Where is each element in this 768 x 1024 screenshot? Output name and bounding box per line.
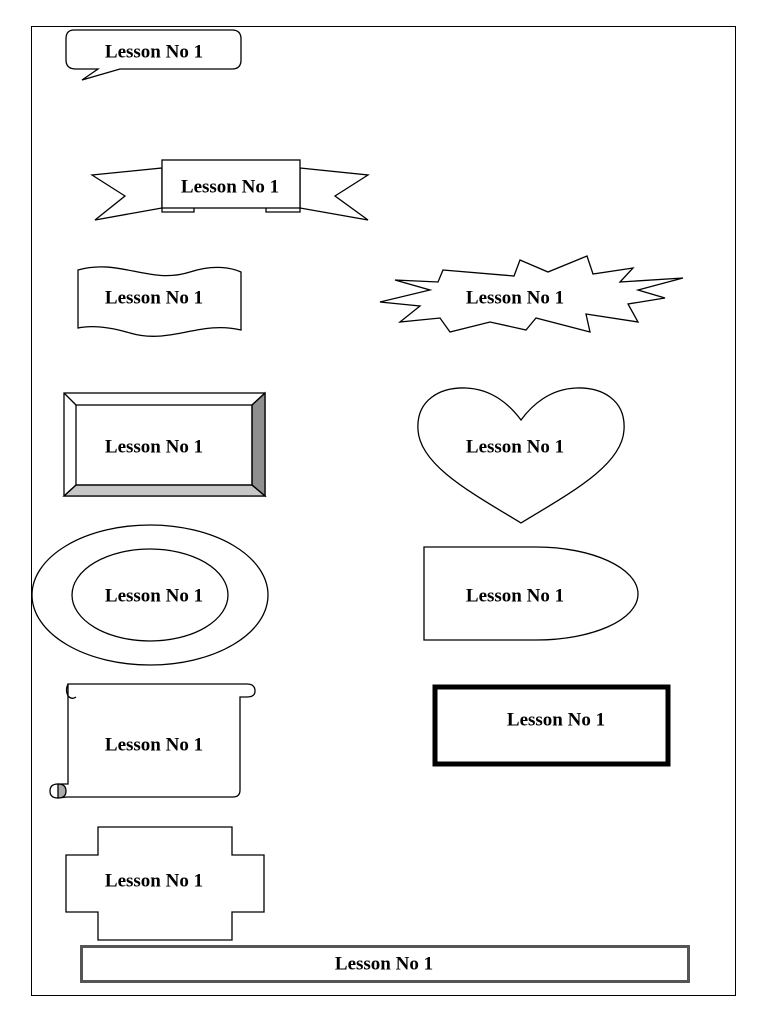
plaque-shape [65,826,265,941]
heart-shape [417,387,625,524]
wave-shape [77,266,242,337]
plaque-label: Lesson No 1 [104,870,204,892]
page-frame [31,26,736,996]
delay-label: Lesson No 1 [465,585,565,607]
thick-frame-shape [432,684,671,767]
ribbon-label: Lesson No 1 [180,176,280,198]
callout-shape [65,29,242,81]
bevel-shape [62,391,267,498]
delay-shape [423,546,639,641]
ribbon-shape [90,159,370,221]
bottom-bar-label: Lesson No 1 [334,953,434,975]
wave-label: Lesson No 1 [104,287,204,309]
bevel-label: Lesson No 1 [104,436,204,458]
donut-label: Lesson No 1 [104,585,204,607]
heart-label: Lesson No 1 [465,436,565,458]
callout-label: Lesson No 1 [104,41,204,63]
scroll-label: Lesson No 1 [104,734,204,756]
donut-shape [31,524,269,666]
bottom-bar-shape [80,945,690,983]
scroll-shape [49,683,256,799]
explosion-label: Lesson No 1 [465,287,565,309]
explosion-shape [379,255,684,333]
thick-frame-label: Lesson No 1 [506,709,606,731]
